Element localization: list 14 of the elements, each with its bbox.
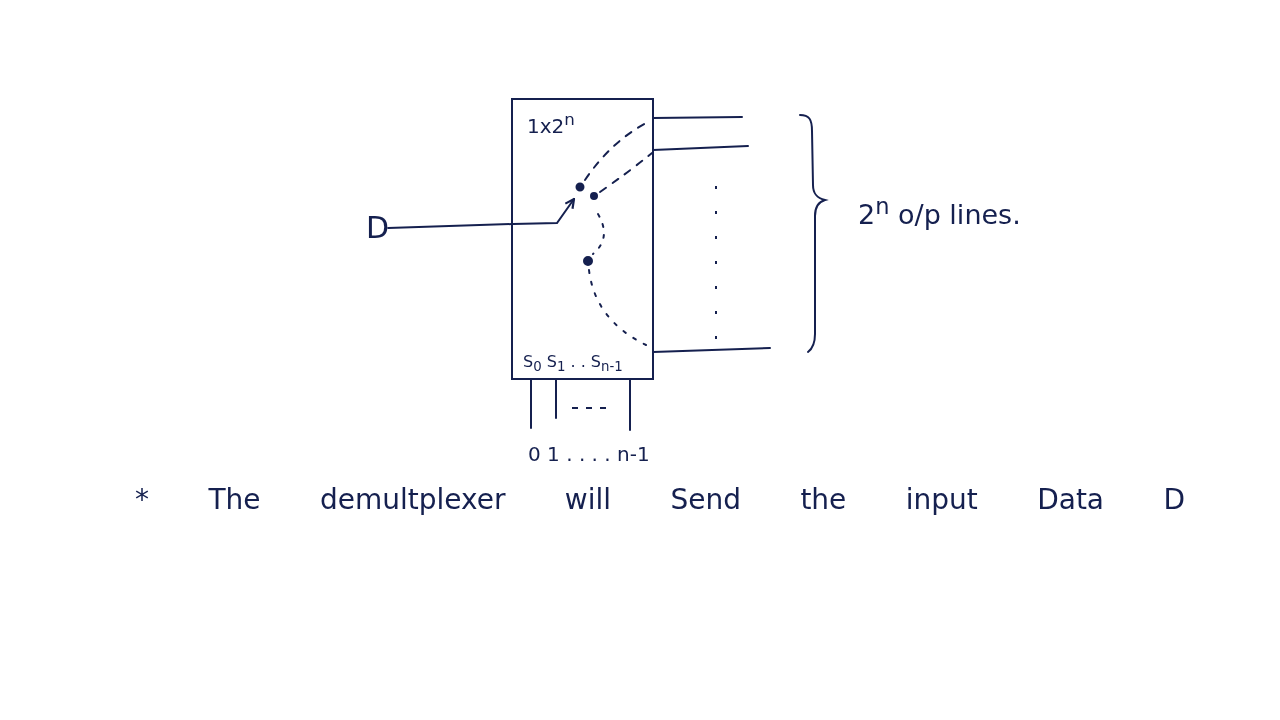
input-label: D: [366, 211, 390, 244]
select-pin-labels: S$_{0}$ S$_{1}$ . . S$_{n-1}$: [523, 353, 623, 375]
select-line: [555, 378, 557, 419]
output-line: [652, 145, 749, 151]
output-line: [652, 116, 743, 119]
block-size-label: 1x2$^{n}$: [527, 110, 575, 138]
input-line: [387, 223, 513, 229]
select-line: [530, 378, 532, 429]
note-sentence: * The demultplexer will Send the input Data D: [135, 484, 1185, 517]
output-lines-note: 2$^{n}$ o/p lines.: [858, 194, 1021, 231]
select-line-numbers: 0 1 . . . . n-1: [528, 443, 650, 466]
output-line: [652, 347, 771, 353]
demux-block: [511, 98, 654, 380]
select-line: [629, 378, 631, 431]
